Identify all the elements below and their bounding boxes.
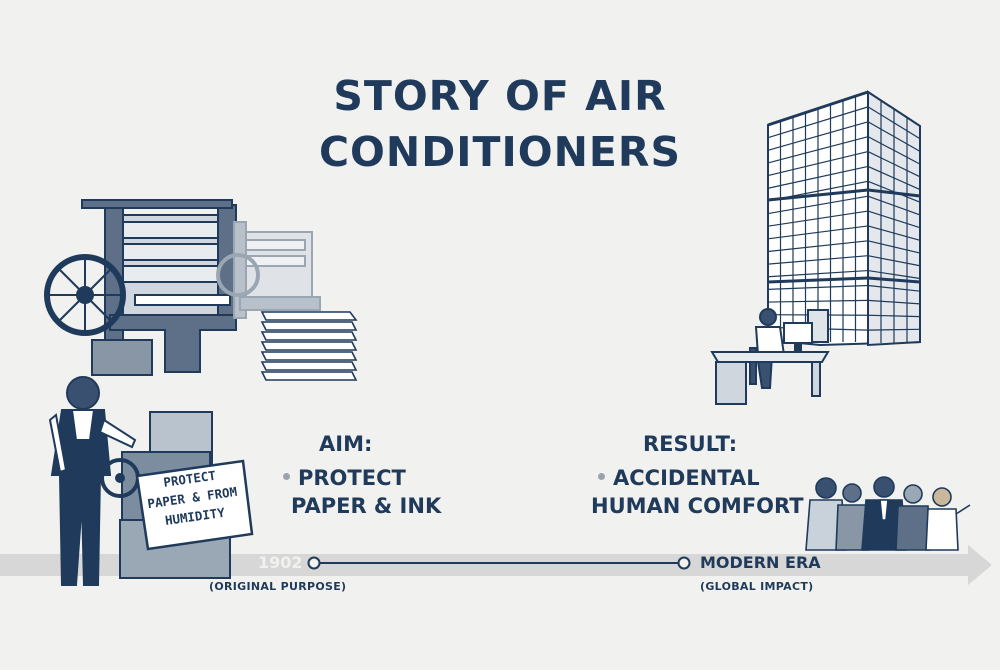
timeline-end-node [677,556,691,570]
tower-window-line [867,225,921,241]
timeline-end-sub: (GLOBAL IMPACT) [700,580,814,593]
aim-bullet: PROTECT PAPER & INK [283,464,441,520]
result-line-2: HUMAN COMFORT [591,494,804,518]
tower-window-line [867,210,921,229]
printing-press-icon [44,199,237,376]
paper-stack-icon [260,311,358,381]
tower-window-line [767,269,869,278]
office-tower-icon [767,90,921,347]
tower-window-line [767,210,869,227]
timeline-start-sub: (ORIGINAL PURPOSE) [209,580,347,593]
tower-window-line [867,150,921,178]
tower-window-line [767,106,869,139]
tower-window-line [867,314,921,318]
timeline-start-label: 1902 [258,553,303,572]
tower-window-line [767,225,869,240]
bullet-dot-icon [283,472,290,480]
tower-window-line [867,299,921,305]
tower-window-line [867,121,921,152]
crowd-of-people-icon [805,476,971,551]
aim-line-1: PROTECT [298,466,406,490]
tower-window-line [767,121,869,151]
timeline-start-node [307,556,321,570]
tower-window-line [767,165,869,189]
tower-window-line [767,284,869,291]
tower-window-line [867,136,921,165]
tower-window-line [867,165,921,191]
tower-window-line [867,240,921,254]
operator-with-machine-icon [48,376,254,586]
timeline-end-label: MODERN ERA [700,553,821,572]
tower-window-line [867,106,921,140]
bullet-dot-icon [598,472,605,480]
aim-heading: AIM: [319,432,373,456]
title-line-1: STORY OF AIR [333,72,667,120]
office-worker-desk-icon [710,308,830,405]
tower-window-line [767,195,869,215]
result-line-1: ACCIDENTAL [613,466,760,490]
result-heading: RESULT: [643,432,738,456]
faded-printing-press-icon [216,221,321,319]
tower-window-line [767,299,869,303]
title-line-2: CONDITIONERS [318,128,682,176]
tower-window-line [767,136,869,164]
tower-window-line [867,255,921,267]
tower-window-line [867,284,921,292]
tower-window-line [767,240,869,253]
timeline-arrow [0,545,992,585]
result-bullet: ACCIDENTAL HUMAN COMFORT [591,464,804,520]
tower-window-line [867,269,921,280]
tower-window-line [867,195,921,216]
page-title: STORY OF AIR CONDITIONERS [250,68,750,180]
tower-window-line [767,255,869,265]
tower-window-line [867,328,921,331]
tower-window-line [767,150,869,177]
aim-line-2: PAPER & INK [291,494,442,518]
humidity-sign: PROTECT PAPER & FROM HUMIDITY [135,456,251,550]
